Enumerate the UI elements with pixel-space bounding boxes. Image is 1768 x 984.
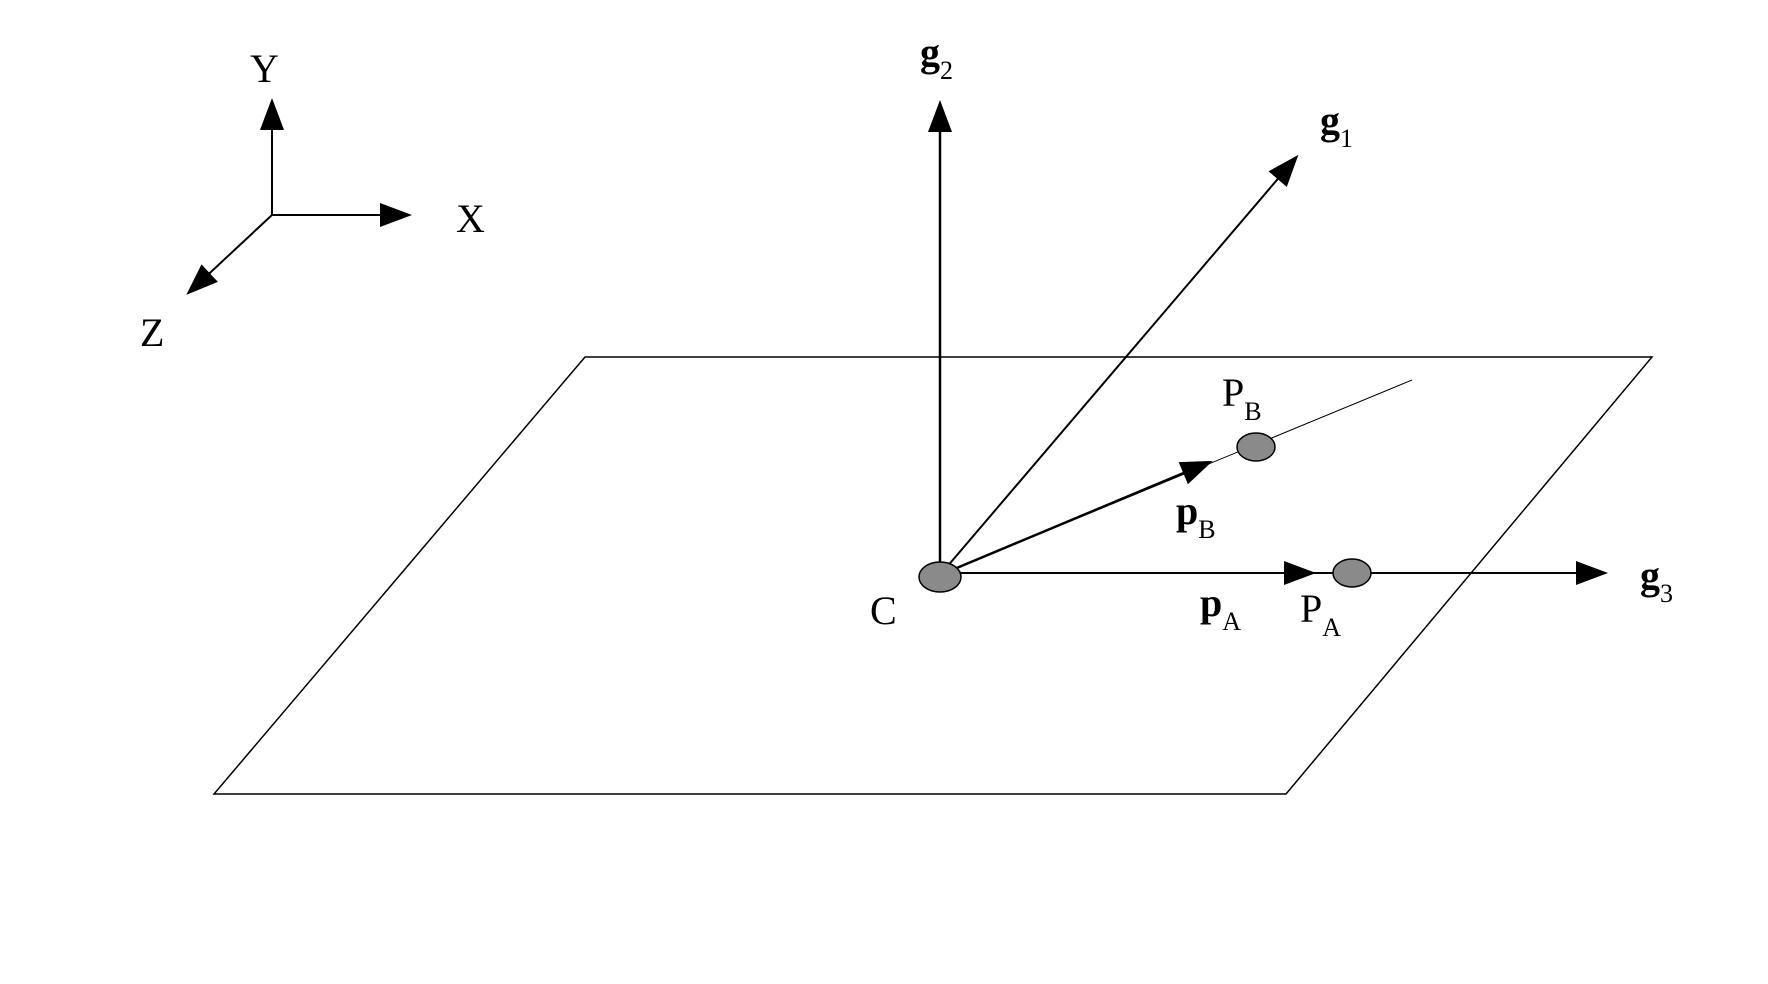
point-PA-label: PA [1300,586,1341,642]
vec-pA-label: pA [1200,580,1241,636]
g3-label-sub: 3 [1660,579,1673,608]
point-C-marker [918,561,962,593]
y-axis-label: Y [250,46,279,91]
z-axis-line [186,214,273,295]
point-PB-marker [1236,432,1276,462]
z-axis-label: Z [140,310,164,355]
g2-label-base: g [920,30,940,75]
vec-pB-label-base: p [1176,488,1198,533]
point-PB-label-base: P [1222,370,1244,415]
g1-vector [939,154,1299,576]
vec-pA-label-base: p [1200,580,1222,625]
g2-label: g2 [920,30,953,85]
vec-pB-label-sub: B [1198,515,1215,544]
vec-pA-label-sub: A [1222,607,1241,636]
point-PB-label-sub: B [1244,397,1261,426]
plane-outline [212,356,1654,795]
labels: Y X Z g2 g1 g3 C PB pB pA PA [140,30,1673,642]
g2-label-sub: 2 [940,56,953,85]
vec-pB-label: pB [1176,488,1216,544]
x-axis-label: X [456,196,485,241]
points [918,432,1372,593]
origin-label: C [870,588,897,633]
g1-label-base: g [1320,98,1340,143]
point-PA-label-base: P [1300,586,1322,631]
point-PA-marker [1332,558,1372,588]
point-PB-label: PB [1222,370,1262,426]
axes-triad [186,98,412,295]
pB-vector [939,460,1213,577]
point-PA-label-sub: A [1322,613,1341,642]
g1-label: g1 [1320,98,1353,153]
vectors [928,100,1608,585]
g1-label-sub: 1 [1340,124,1353,153]
g3-label: g3 [1640,553,1673,608]
g3-label-base: g [1640,553,1660,598]
